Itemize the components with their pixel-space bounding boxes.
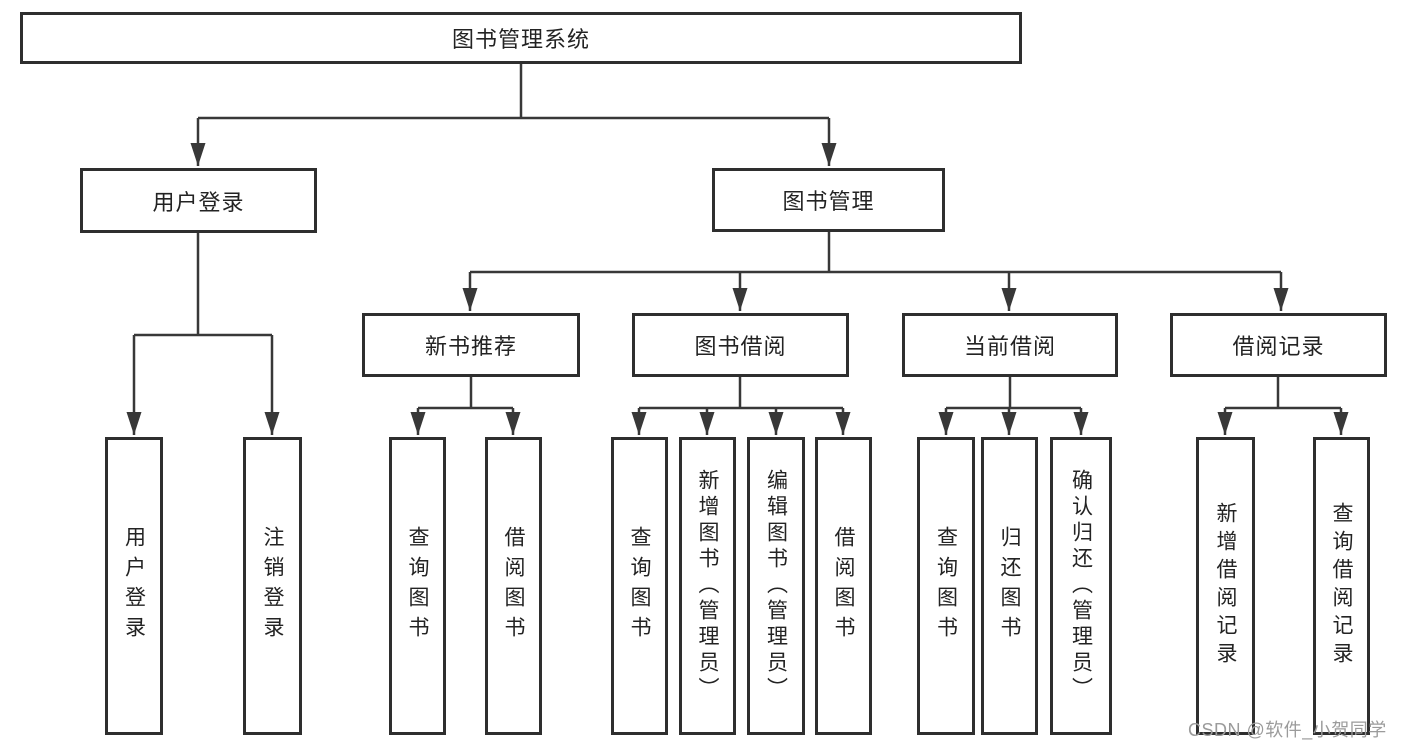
connector-root [190,64,837,166]
node-book-borrow: 图书借阅 [632,313,849,377]
leaf-label: 查询图书 [628,526,651,646]
leaf-label: 查询图书 [934,526,958,646]
connector-borrow-records [1217,377,1349,435]
leaf-label: 新增借阅记录 [1214,502,1237,670]
node-borrow-records: 借阅记录 [1170,313,1387,377]
csdn-watermark: CSDN @软件_小贺同学 [1188,720,1387,740]
node-leaf-bor-query: 查询图书 [611,437,668,735]
leaf-label: 新增图书（管理员） [696,469,719,703]
node-current-borrow: 当前借阅 [902,313,1118,377]
leaf-label: 编辑图书（管理员） [764,469,788,703]
leaf-label: 归还图书 [998,526,1021,646]
node-leaf-logout: 注销登录 [243,437,302,735]
connector-book-borrow [631,377,851,435]
node-leaf-bor-borrow: 借阅图书 [815,437,872,735]
node-leaf-cur-confirm: 确认归还（管理员） [1050,437,1112,735]
leaf-label: 用户登录 [122,526,146,646]
node-new-book-rec: 新书推荐 [362,313,580,377]
connector-current-borrow [938,377,1089,435]
connector-new-book-rec [410,377,521,435]
leaf-label: 查询借阅记录 [1330,502,1353,670]
leaf-label: 确认归还（管理员） [1069,469,1093,703]
leaf-label: 注销登录 [261,526,284,646]
connector-book-mgmt [462,232,1289,311]
node-leaf-log-query: 查询借阅记录 [1313,437,1370,735]
node-leaf-rec-query: 查询图书 [389,437,446,735]
node-leaf-rec-borrow: 借阅图书 [485,437,542,735]
node-leaf-bor-edit: 编辑图书（管理员） [747,437,805,735]
leaf-label: 借阅图书 [502,526,525,646]
node-leaf-cur-query: 查询图书 [917,437,975,735]
node-user-login: 用户登录 [80,168,317,233]
node-leaf-user-login: 用户登录 [105,437,163,735]
leaf-label: 借阅图书 [832,526,855,646]
node-leaf-bor-add: 新增图书（管理员） [679,437,736,735]
node-root: 图书管理系统 [20,12,1022,64]
leaf-label: 查询图书 [406,526,429,646]
node-leaf-log-add: 新增借阅记录 [1196,437,1255,735]
node-leaf-cur-return: 归还图书 [981,437,1038,735]
connector-user-login [126,233,280,435]
node-book-mgmt: 图书管理 [712,168,945,232]
